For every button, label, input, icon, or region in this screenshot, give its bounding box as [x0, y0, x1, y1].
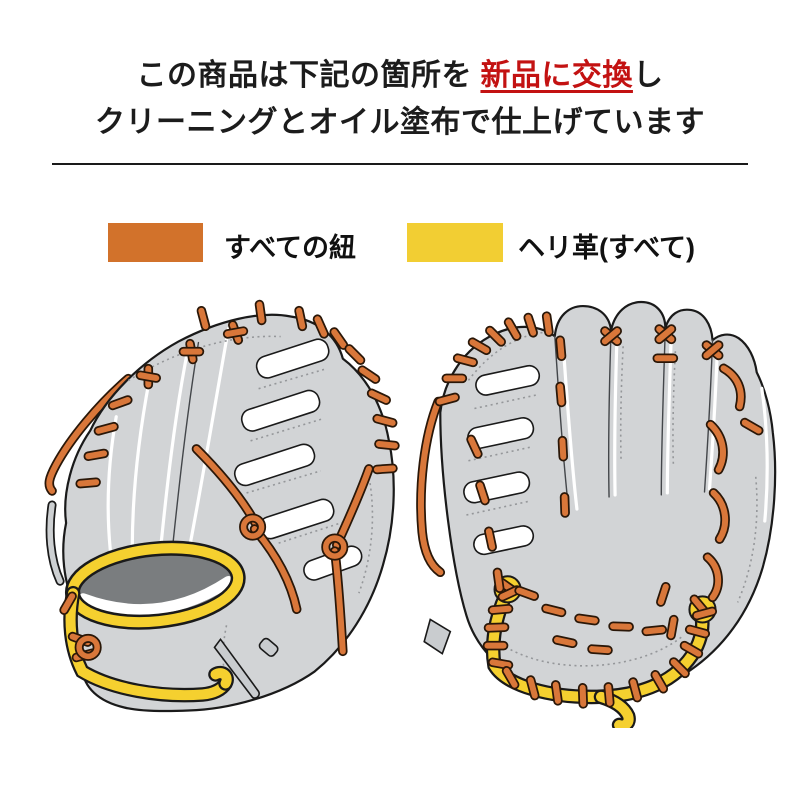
- headline-line1-after: し: [632, 59, 664, 92]
- glove-back-view-svg: [44, 296, 414, 713]
- headline: この商品は下記の箇所を新品に交換し クリーニングとオイル塗布で仕上げています: [0, 52, 800, 146]
- legend-label-laces: すべての紐: [224, 233, 357, 263]
- legend-swatch-laces: [108, 223, 203, 262]
- legend-swatch-edge-leather: [407, 223, 503, 262]
- separator-line: [52, 163, 748, 165]
- glove-back-view-illustration: [28, 296, 414, 728]
- glove-palm-view-illustration: [410, 296, 782, 728]
- headline-line1: この商品は下記の箇所を新品に交換し: [0, 52, 800, 99]
- legend-label-edge-leather: ヘリ革(すべて): [518, 233, 696, 263]
- glove-palm-view-svg: [416, 300, 777, 728]
- headline-line2: クリーニングとオイル塗布で仕上げています: [95, 106, 705, 139]
- headline-highlight-new-replacement: 新品に交換: [480, 59, 633, 92]
- headline-line1-before: この商品は下記の箇所を: [136, 59, 473, 92]
